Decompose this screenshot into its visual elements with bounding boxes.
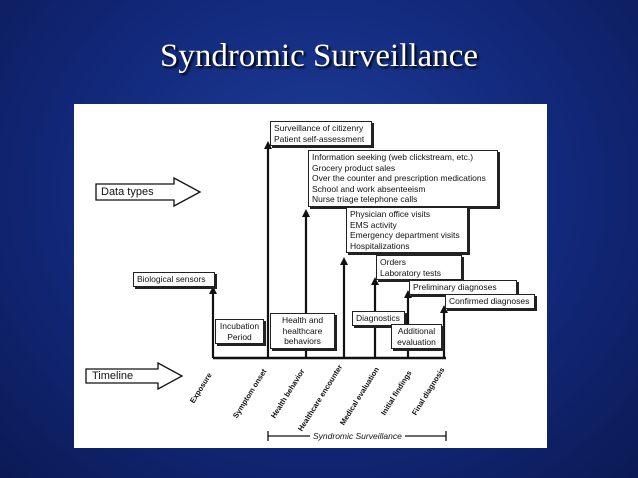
slide-title: Syndromic Surveillance: [159, 38, 478, 74]
data-types-arrow: [95, 176, 202, 208]
diagram-panel: Data types Timeline Surveillance of citi…: [74, 104, 547, 448]
timeline-label: Timeline: [92, 370, 134, 382]
information-box: Information seeking (web clickstream, et…: [308, 150, 498, 207]
incubation-box: Incubation Period: [215, 319, 264, 344]
additional-evaluation-box: Additional evaluation: [391, 324, 442, 349]
orders-box: Orders Laboratory tests: [376, 255, 462, 280]
syndromic-surveillance-label: Syndromic Surveillance: [310, 431, 405, 441]
physician-box: Physician office visits EMS activity Eme…: [346, 207, 468, 253]
data-types-label: Data types: [101, 186, 154, 198]
preliminary-diagnoses-box: Preliminary diagnoses: [409, 280, 517, 295]
confirmed-diagnoses-box: Confirmed diagnoses: [445, 294, 535, 309]
timeline-arrow: [85, 361, 184, 391]
health-behaviors-box: Health and healthcare behaviors: [270, 313, 335, 349]
surveillance-box: Surveillance of citizenry Patient self-a…: [270, 121, 372, 146]
biological-sensors-box: Biological sensors: [133, 272, 215, 287]
diagnostics-box: Diagnostics: [352, 311, 405, 326]
